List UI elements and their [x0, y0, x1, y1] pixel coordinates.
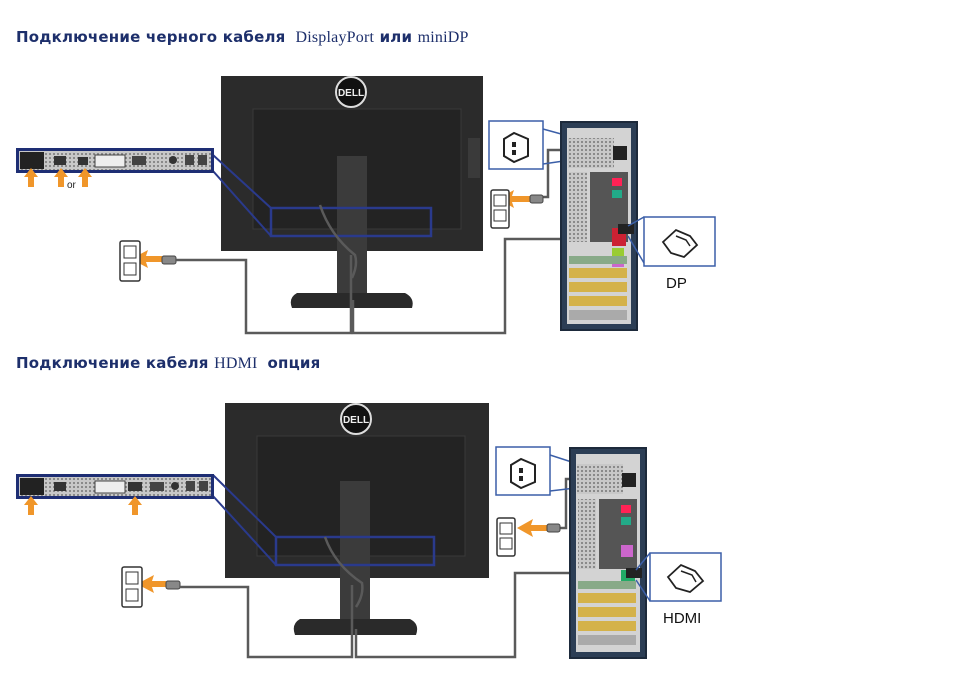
displayport-connection-diagram: DELL or — [0, 60, 954, 345]
title-1-part-1: Подключение черного кабеля — [16, 28, 285, 46]
hdmi-port — [54, 156, 66, 165]
arrow-icon — [517, 519, 547, 537]
power-plug-icon — [162, 256, 176, 264]
power-socket-port — [20, 478, 44, 495]
monitor-stand — [340, 481, 370, 629]
title-2-part-3: опция — [268, 354, 321, 372]
title-2-part-1: Подключение кабеля — [16, 354, 209, 372]
section-2-title: Подключение кабеля HDMI опция — [16, 354, 320, 373]
title-2-part-2: HDMI — [214, 355, 257, 372]
pc-hdmi-port — [626, 568, 642, 578]
dell-logo-icon: DELL — [336, 77, 366, 107]
title-1-part-2: DisplayPort — [295, 29, 374, 46]
monitor-logo-text: DELL — [338, 88, 364, 99]
hdmi-label: HDMI — [663, 610, 701, 627]
power-socket-icon — [489, 121, 543, 169]
title-1-part-3: или — [380, 28, 413, 46]
minidp-port — [78, 157, 88, 165]
power-outlet-icon — [497, 518, 515, 556]
hdmi-connection-diagram: DELL — [0, 385, 954, 675]
monitor-port-panel — [16, 474, 214, 499]
pc-tower — [570, 448, 646, 658]
pc-power-socket — [622, 473, 636, 487]
dell-logo-icon: DELL — [341, 404, 371, 434]
power-plug-icon — [530, 195, 543, 203]
pc-tower — [561, 122, 637, 330]
monitor-port-panel — [16, 148, 214, 173]
pc-dp-port — [618, 224, 634, 234]
dp-label: DP — [666, 275, 687, 292]
or-label: or — [67, 180, 77, 191]
dp-port — [95, 481, 125, 493]
power-outlet-icon — [120, 241, 140, 281]
power-socket-icon — [496, 447, 550, 495]
monitor-logo-text: DELL — [343, 415, 369, 426]
power-plug-icon — [166, 581, 180, 589]
power-outlet-icon — [491, 190, 509, 228]
title-1-part-4: miniDP — [418, 29, 469, 46]
power-socket-port — [20, 152, 44, 169]
dp-port — [95, 155, 125, 167]
power-outlet-icon — [122, 567, 142, 607]
dp-connector-icon — [644, 217, 715, 266]
monitor-back: DELL — [225, 403, 489, 635]
pc-power-socket — [613, 146, 627, 160]
minidp-port — [54, 482, 66, 491]
hdmi-connector-icon — [650, 553, 721, 601]
section-1-title: Подключение черного кабеля DisplayPort ил… — [16, 28, 469, 47]
power-plug-icon — [547, 524, 560, 532]
hdmi-port — [128, 482, 142, 491]
